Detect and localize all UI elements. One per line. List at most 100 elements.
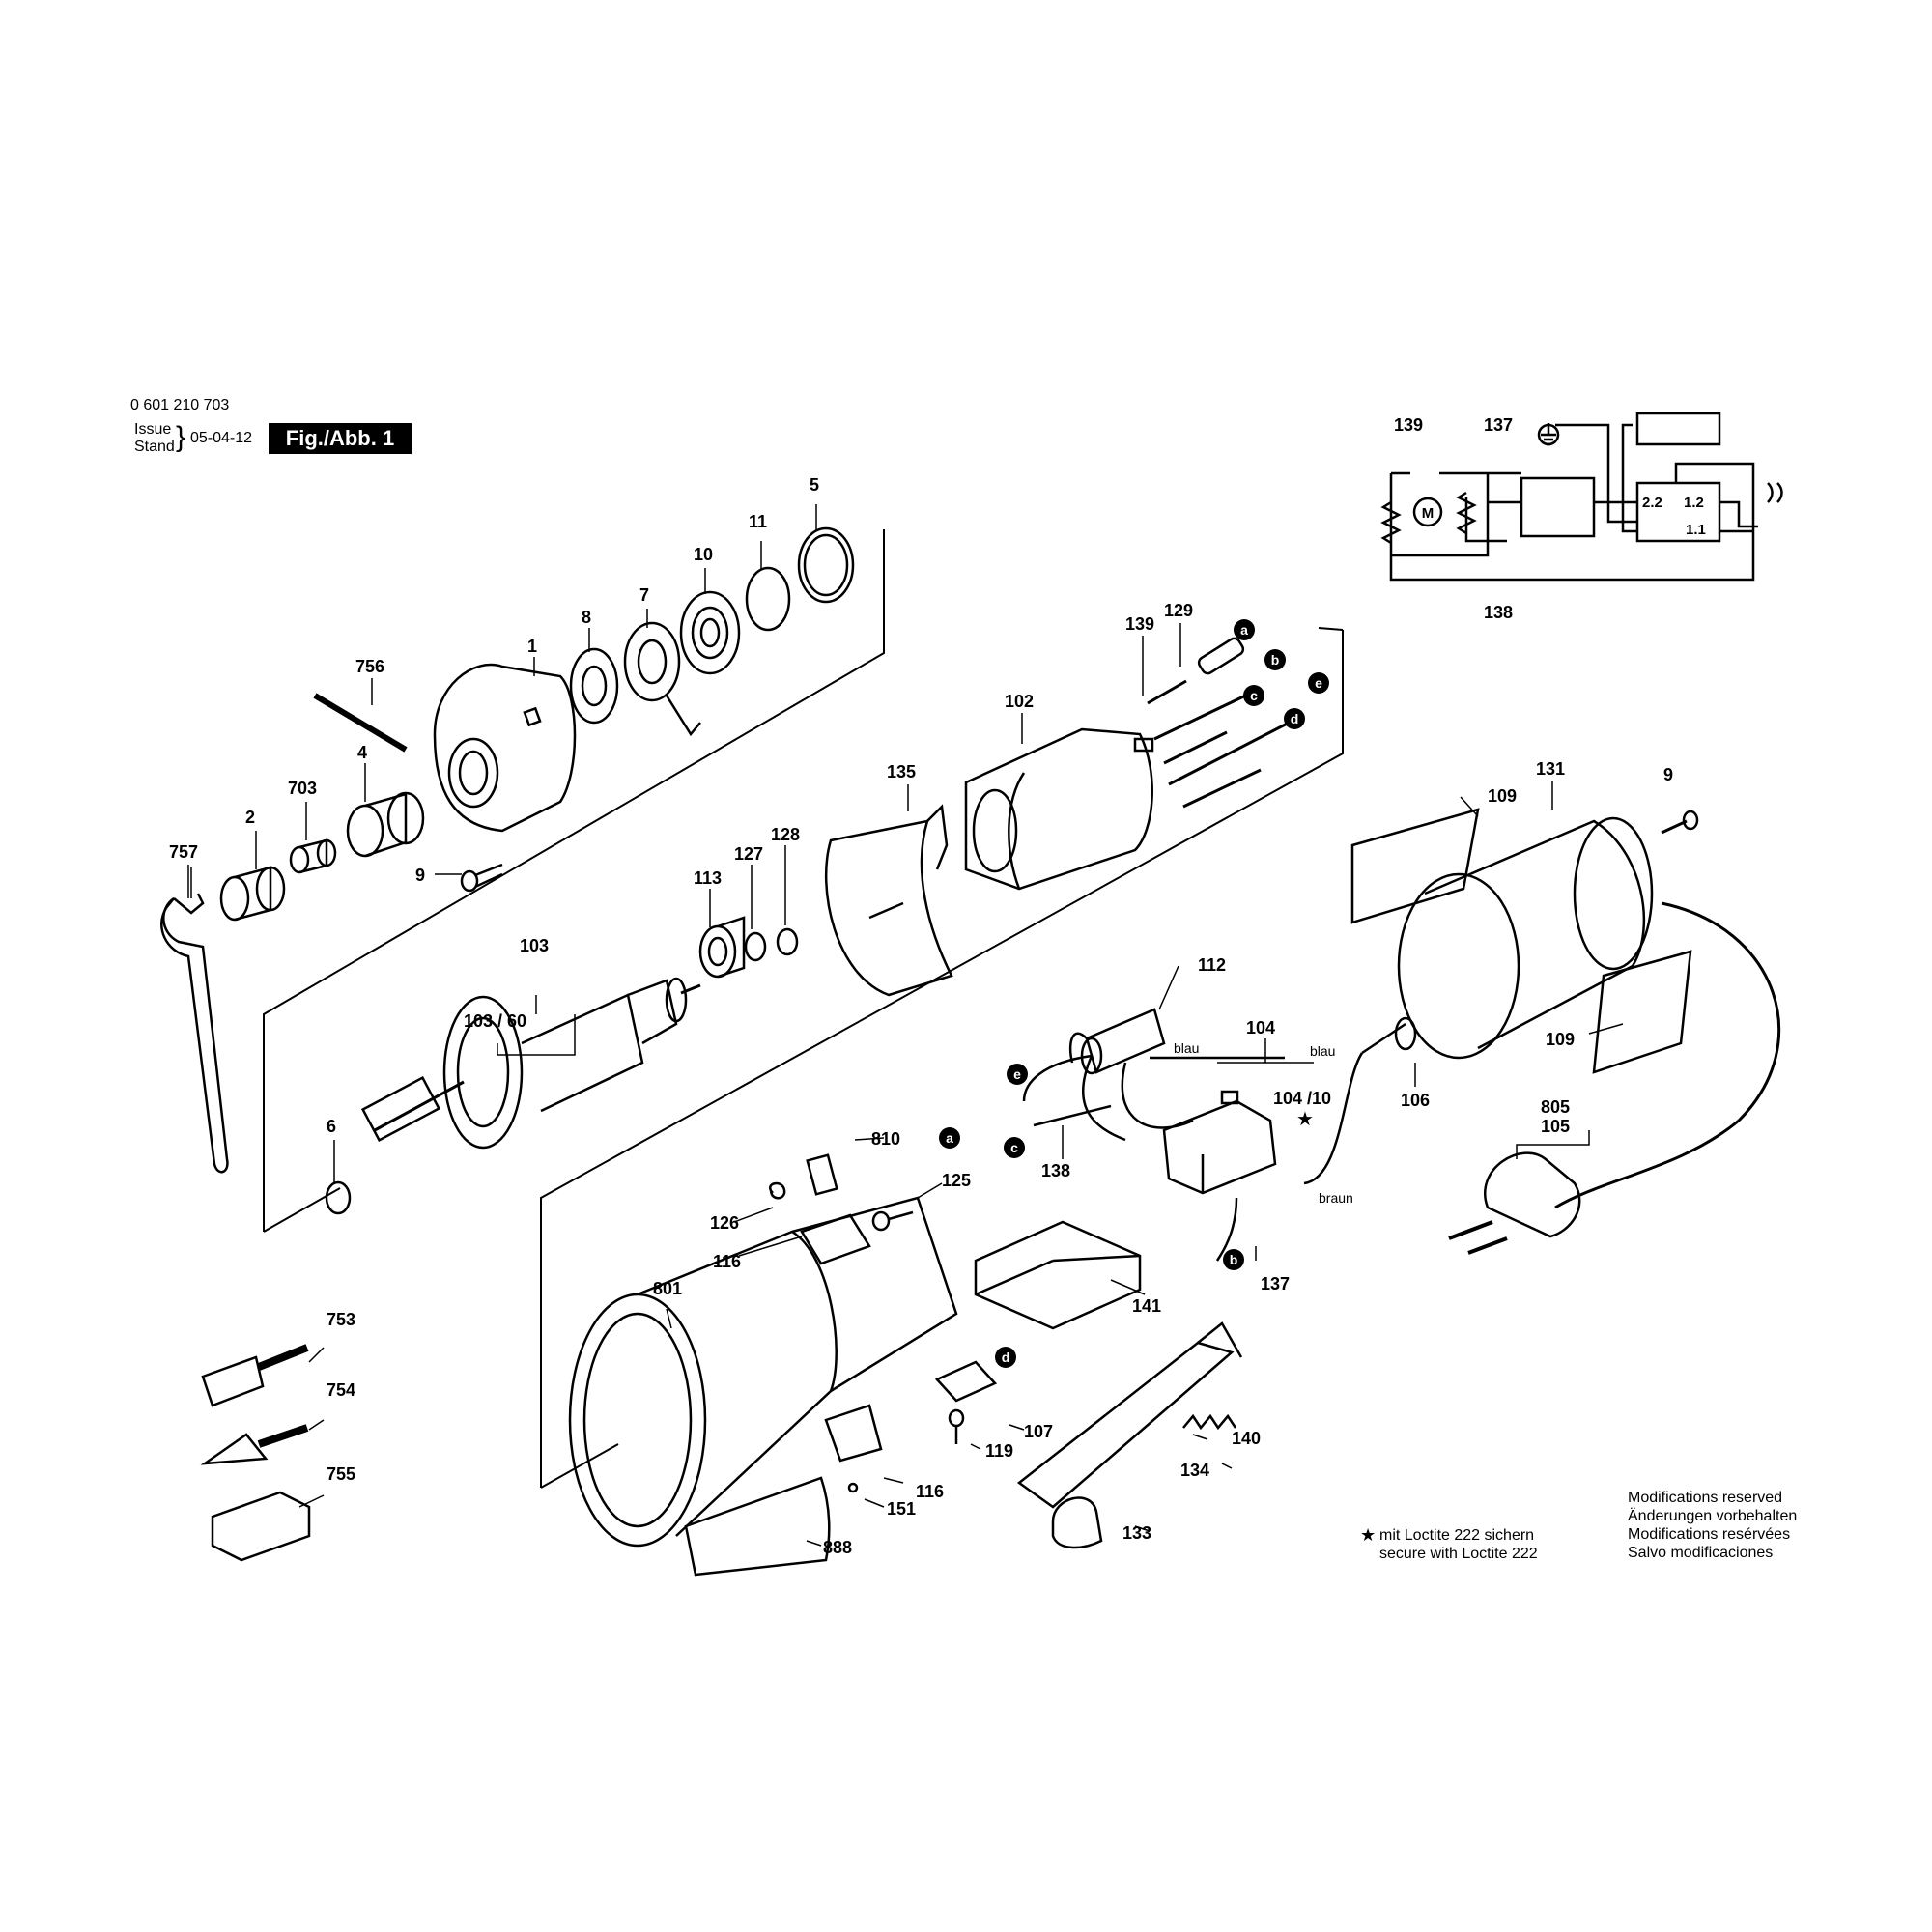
clip-128 (776, 927, 799, 956)
label-109-top: 109 (1488, 786, 1517, 806)
fan-baffle-135 (824, 804, 953, 997)
pin-756 (313, 693, 408, 753)
label-4: 4 (357, 743, 367, 762)
label-129: 129 (1164, 601, 1193, 620)
label-131: 131 (1536, 759, 1565, 779)
mains-symbol (1767, 482, 1783, 503)
label-11: 11 (749, 512, 767, 531)
stator-leads (1147, 679, 1305, 809)
knob-133 (1051, 1496, 1103, 1549)
schematic-box-electronics (1635, 481, 1721, 543)
connector-c-top: c (1250, 688, 1258, 703)
label-2: 2 (245, 808, 255, 827)
ring-6 (325, 1180, 352, 1215)
label-113: 113 (694, 868, 722, 888)
modifications-notice: Modifications reserved Änderungen vorbeh… (1628, 1489, 1797, 1562)
label-1: 1 (527, 637, 537, 656)
connector-a-top: a (1240, 622, 1248, 638)
gear-housing-801 (568, 1196, 958, 1548)
label-8: 8 (582, 608, 591, 627)
wrench-757 (160, 893, 229, 1174)
mounted-point-753 (201, 1344, 309, 1407)
motor-housing-131 (1397, 816, 1654, 1060)
motor-symbol (1412, 497, 1443, 527)
stand-label: Stand (134, 439, 175, 455)
modification-line-fr: Modifications resérvées (1628, 1526, 1791, 1543)
label-139: 139 (1125, 614, 1154, 634)
label-753: 753 (327, 1310, 355, 1329)
plug-105 (1448, 1151, 1581, 1255)
switch-104 (1162, 1090, 1277, 1195)
label-105: 105 (1541, 1117, 1570, 1136)
label-104: 104 (1246, 1018, 1275, 1037)
wire-blau-2: blau (1310, 1043, 1335, 1059)
ground-symbol (1541, 423, 1556, 446)
label-138: 138 (1041, 1161, 1070, 1180)
schematic-terminal-1-2: 1.2 (1684, 495, 1704, 511)
lead-129-sleeve (1197, 637, 1245, 675)
terminal-block-116-top (800, 1213, 871, 1265)
flange-1 (433, 663, 577, 833)
frame-stator (1318, 627, 1344, 631)
wiring-schematic (1380, 412, 1783, 582)
label-134: 134 (1180, 1461, 1209, 1480)
bracket-107 (934, 1360, 998, 1403)
screw-9-front (460, 863, 503, 893)
loctite-star-marker: ★ (1296, 1109, 1314, 1130)
label-141: 141 (1132, 1296, 1161, 1316)
connector-e-top: e (1315, 675, 1322, 691)
label-703: 703 (288, 779, 317, 798)
label-756: 756 (355, 657, 384, 676)
loctite-line-2: secure with Loctite 222 (1379, 1546, 1538, 1562)
wire-braun: braun (1319, 1190, 1353, 1206)
connector-a-brush: a (946, 1130, 953, 1146)
label-109-bottom: 109 (1546, 1030, 1575, 1049)
label-6: 6 (327, 1117, 336, 1136)
mounted-point-754 (200, 1424, 309, 1465)
schematic-wires (1389, 423, 1758, 582)
label-151: 151 (887, 1499, 916, 1519)
ring-7 (623, 621, 701, 737)
brush-holder-125 (871, 1210, 914, 1232)
connector-d-module: d (1002, 1350, 1010, 1365)
modification-line-en: Modifications reserved (1628, 1490, 1783, 1506)
label-126: 126 (710, 1213, 739, 1233)
label-137: 137 (1261, 1274, 1290, 1293)
label-810: 810 (871, 1129, 900, 1149)
label-107: 107 (1024, 1422, 1053, 1441)
label-103: 103 (520, 936, 549, 955)
loctite-line-1: mit Loctite 222 sichern (1379, 1527, 1535, 1544)
dressing-stone-755 (211, 1491, 311, 1562)
frame-armature (540, 630, 1344, 1488)
loctite-star: ★ (1360, 1525, 1377, 1545)
switch-wiring (1022, 1052, 1364, 1262)
wire-blau-1: blau (1174, 1040, 1199, 1056)
label-5: 5 (810, 475, 819, 495)
screw-119 (948, 1408, 965, 1444)
brush-810 (806, 1153, 838, 1196)
stator-102 (964, 727, 1154, 891)
label-10: 10 (694, 545, 713, 564)
sheet-888 (684, 1476, 831, 1577)
schematic-resistor-left (1380, 500, 1402, 545)
label-106: 106 (1401, 1091, 1430, 1110)
connector-badges: a b c e d e c a b d (939, 619, 1329, 1368)
label-127: 127 (734, 844, 763, 864)
ring-11 (745, 566, 791, 632)
label-112: 112 (1198, 955, 1226, 975)
connector-b-top: b (1271, 652, 1280, 668)
frame-armature-edge (540, 1443, 619, 1489)
leader-lines (187, 504, 1624, 1547)
label-135: 135 (887, 762, 916, 781)
label-140: 140 (1232, 1429, 1261, 1448)
connector-d-top: d (1291, 711, 1299, 726)
spring-126 (769, 1181, 786, 1200)
label-125: 125 (942, 1171, 971, 1190)
label-801: 801 (653, 1279, 682, 1298)
label-805: 805 (1541, 1097, 1570, 1117)
label-755: 755 (327, 1464, 355, 1484)
switch-slider-134 (1016, 1321, 1243, 1509)
